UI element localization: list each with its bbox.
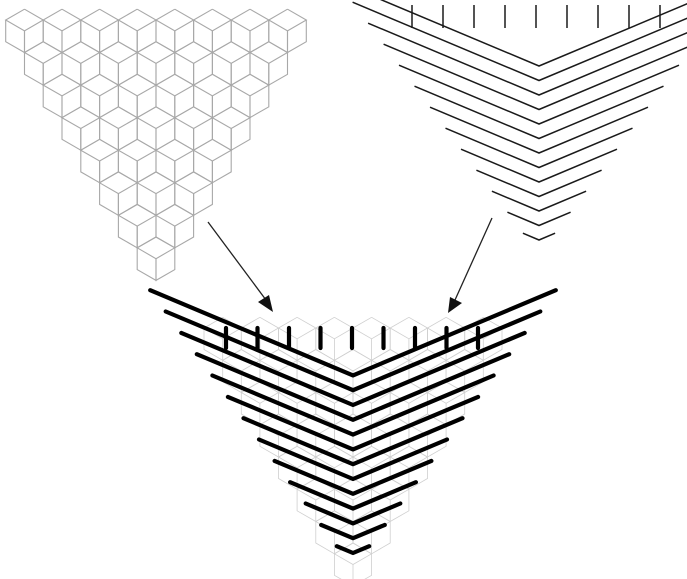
lozenge-top xyxy=(156,139,194,161)
lozenge-top xyxy=(25,42,63,64)
arrow-right xyxy=(448,218,492,313)
lozenge-top xyxy=(118,139,156,161)
lozenge-top xyxy=(194,74,232,96)
lozenge-top xyxy=(175,172,213,194)
lozenge-top xyxy=(118,9,156,31)
nonintersecting-paths-panel xyxy=(337,0,687,240)
lozenge-top xyxy=(212,42,250,64)
lozenge-top xyxy=(250,42,288,64)
lozenge-top xyxy=(231,74,269,96)
lozenge-top xyxy=(81,9,119,31)
lozenge-top xyxy=(175,107,213,129)
arrow-left-head xyxy=(258,295,273,312)
lattice-path xyxy=(384,44,687,109)
lozenge-top xyxy=(43,9,81,31)
lattice-path xyxy=(523,233,555,240)
lozenge-top xyxy=(137,237,175,259)
lattice-path xyxy=(507,212,570,225)
lozenge-top xyxy=(118,204,156,226)
lozenge-top xyxy=(6,9,44,31)
lozenge-top xyxy=(137,107,175,129)
lozenge-top xyxy=(156,204,194,226)
lozenge-top xyxy=(81,139,119,161)
arrow-left-shaft xyxy=(208,222,266,300)
lozenge-top xyxy=(118,74,156,96)
lozenge-top xyxy=(194,139,232,161)
arrow-right-shaft xyxy=(455,218,492,300)
overlay-path xyxy=(337,546,369,553)
lozenge-top xyxy=(194,9,232,31)
lozenge-top xyxy=(175,42,213,64)
lozenge-top xyxy=(62,42,100,64)
lozenge-top xyxy=(269,9,307,31)
lozenge-top xyxy=(100,172,138,194)
arrow-left xyxy=(208,222,273,312)
lozenge-top xyxy=(137,42,175,64)
lattice-inner xyxy=(279,328,316,339)
lozenge-top xyxy=(100,107,138,129)
lozenge-tiling-panel xyxy=(6,9,307,280)
lozenge-top xyxy=(156,74,194,96)
lattice-path xyxy=(492,191,586,211)
lattice-path xyxy=(446,128,633,167)
lozenge-top xyxy=(137,172,175,194)
lattice-path xyxy=(430,107,648,153)
lozenge-top xyxy=(81,74,119,96)
lozenge-top xyxy=(156,9,194,31)
lozenge-top xyxy=(62,107,100,129)
lattice-inner xyxy=(334,554,371,565)
lozenge-top xyxy=(43,74,81,96)
combined-overlay-panel xyxy=(150,290,556,579)
lattice-path xyxy=(461,149,617,182)
lattice-path xyxy=(368,23,687,95)
lozenge-top xyxy=(231,9,269,31)
lattice-inner xyxy=(390,328,427,339)
lozenge-top xyxy=(100,42,138,64)
lozenge-top xyxy=(212,107,250,129)
